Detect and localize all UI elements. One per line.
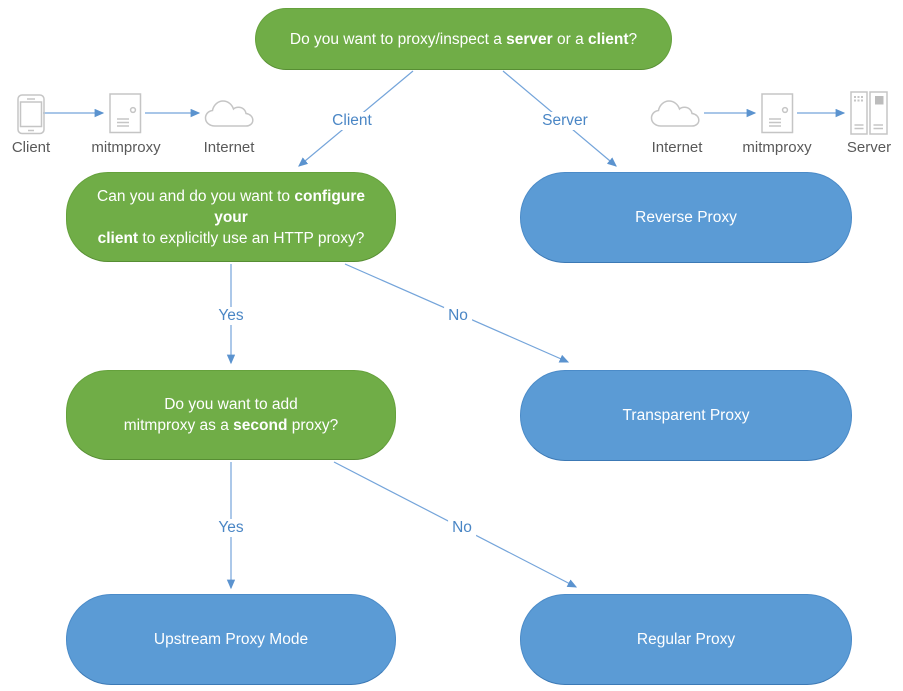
decision-second-proxy: Do you want to add mitmproxy as a second…: [66, 370, 396, 460]
decision-configure-line2: client to explicitly use an HTTP proxy?: [97, 229, 365, 247]
decision-configure-client: Can you and do you want to configure you…: [66, 172, 396, 262]
outcome-regular-proxy: Regular Proxy: [520, 594, 852, 685]
cloud-icon: [203, 98, 255, 130]
server-chain-label-server: Server: [846, 139, 892, 156]
client-chain-label-mitmproxy: mitmproxy: [91, 139, 161, 156]
edge-label-yes-2: Yes: [214, 519, 248, 537]
decision-root: Do you want to proxy/inspect a server or…: [255, 8, 672, 70]
server-chain-label-mitmproxy: mitmproxy: [742, 139, 812, 156]
decision-second-line2: mitmproxy as a second proxy?: [123, 417, 339, 434]
decision-configure-line1: Can you and do you want to configure you…: [97, 187, 365, 226]
smartphone-icon: [17, 94, 45, 135]
proxy-server-icon: [761, 93, 794, 134]
client-chain-label-client: Client: [11, 139, 51, 156]
edge-label-client: Client: [328, 112, 376, 130]
edge-label-yes-1: Yes: [214, 307, 248, 325]
edge-label-no-2: No: [448, 519, 476, 537]
outcome-reverse-proxy: Reverse Proxy: [520, 172, 852, 263]
client-chain-label-internet: Internet: [203, 139, 255, 156]
outcome-upstream-proxy-mode: Upstream Proxy Mode: [66, 594, 396, 685]
decision-second-line1: Do you want to add: [164, 396, 298, 413]
server-chain-label-internet: Internet: [651, 139, 703, 156]
edge-label-no-1: No: [444, 307, 472, 325]
server-rack-icon: [850, 91, 888, 135]
edge-label-server: Server: [538, 112, 592, 130]
outcome-transparent-proxy: Transparent Proxy: [520, 370, 852, 461]
cloud-icon: [649, 98, 701, 130]
proxy-server-icon: [109, 93, 142, 134]
